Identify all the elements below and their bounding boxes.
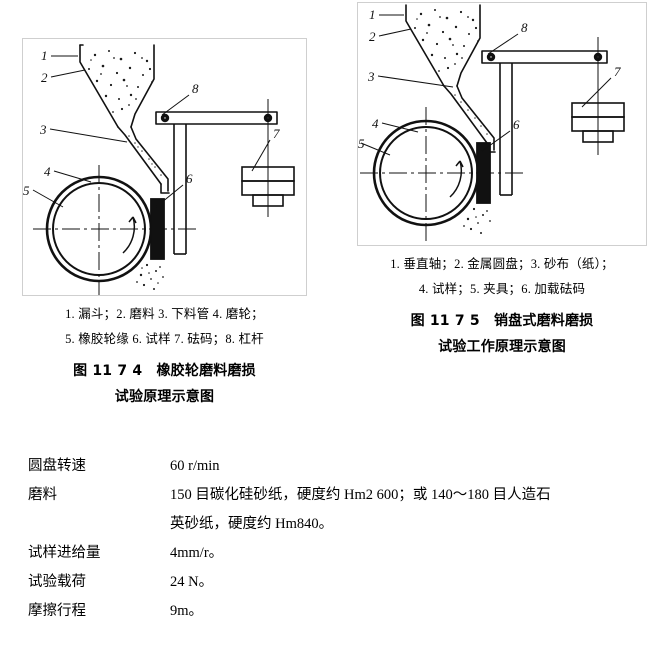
figure-title-line: 试验工作原理示意图 — [438, 339, 566, 355]
parameter-label: 试样进给量 — [28, 545, 101, 561]
svg-text:2: 2 — [41, 70, 48, 85]
parameter-row: 试验载荷 24 N。 — [0, 568, 663, 597]
svg-text:2: 2 — [369, 29, 376, 44]
svg-text:4: 4 — [44, 164, 51, 179]
lever-beam — [481, 50, 608, 64]
callout-leaders — [32, 55, 271, 208]
parameter-value-line: 英砂纸，硬度约 Hm840。 — [170, 516, 334, 532]
abrasive-particles-hopper — [414, 9, 479, 72]
parameter-value-line: 9m。 — [170, 603, 204, 619]
parameter-value: 4mm/r。 — [170, 539, 663, 568]
specimen-block — [476, 142, 491, 204]
parameter-value-line: 4mm/r。 — [170, 545, 224, 561]
abrasive-particles-chute — [128, 135, 162, 176]
parameter-value-line: 60 r/min — [170, 458, 220, 474]
parameter-label: 摩擦行程 — [28, 603, 86, 619]
callout-numbers: 1 2 3 4 5 6 7 8 — [358, 7, 621, 151]
parts-line: 1. 垂直轴；2. 金属圆盘；3. 砂布（纸）； — [390, 257, 614, 271]
parameter-label: 磨料 — [28, 487, 57, 503]
svg-text:8: 8 — [521, 20, 528, 35]
parts-line: 1. 漏斗；2. 磨料 3. 下料管 4. 磨轮； — [65, 307, 264, 321]
lever-beam — [155, 111, 278, 125]
parameter-label: 圆盘转速 — [28, 458, 86, 474]
parameter-value: 24 N。 — [170, 568, 663, 597]
abrasive-particles-chute — [454, 94, 488, 135]
parameter-value: 60 r/min — [170, 452, 663, 481]
rubber-wheel-abrasive-wear-test-schematic: 1 2 3 4 5 6 7 8 — [23, 44, 295, 295]
figure-11-7-4-frame: 1 2 3 4 5 6 7 8 — [22, 38, 307, 296]
figure-11-7-4: 1 2 3 4 5 6 7 8 1. 漏斗；2. 磨料 3. 下料管 4. 磨轮… — [22, 0, 307, 410]
svg-text:8: 8 — [192, 81, 199, 96]
svg-text:1: 1 — [41, 48, 48, 63]
parameter-row: 试样进给量 4mm/r。 — [0, 539, 663, 568]
parts-line: 5. 橡胶轮缘 6. 试样 7. 砝码；8. 杠杆 — [65, 332, 264, 346]
svg-text:7: 7 — [273, 126, 280, 141]
svg-text:3: 3 — [39, 122, 47, 137]
parameter-row: 磨料 150 目碳化硅砂纸，硬度约 Hm2 600；或 140～180 目人造石… — [0, 481, 663, 539]
figure-title-line: 图 11 7 4 橡胶轮磨料磨损 — [73, 363, 256, 379]
abrasive-particles-exit — [463, 207, 491, 234]
parameter-value-line: 24 N。 — [170, 574, 214, 590]
parameter-value: 9m。 — [170, 597, 663, 626]
parameter-row: 圆盘转速 60 r/min — [0, 452, 663, 481]
rotation-arrow — [122, 216, 137, 254]
figure-11-7-5-parts: 1. 垂直轴；2. 金属圆盘；3. 砂布（纸）； 4. 试样；5. 夹具；6. … — [357, 252, 647, 302]
svg-text:1: 1 — [369, 7, 376, 22]
weight-stack — [241, 166, 295, 207]
abrasive-particles-hopper — [88, 50, 153, 113]
figure-11-7-4-title: 图 11 7 4 橡胶轮磨料磨损 试验原理示意图 — [22, 358, 307, 410]
test-parameters-list: 圆盘转速 60 r/min 磨料 150 目碳化硅砂纸，硬度约 Hm2 600；… — [0, 452, 663, 626]
figure-11-7-5-frame: 1 2 3 4 5 6 7 8 — [357, 2, 647, 246]
callout-leaders — [360, 14, 612, 156]
figure-11-7-5: 1 2 3 4 5 6 7 8 1. 垂直轴；2. 金属圆盘；3. 砂布（纸）；… — [357, 0, 647, 360]
parts-line: 4. 试样；5. 夹具；6. 加载砝码 — [418, 282, 586, 296]
svg-text:5: 5 — [358, 136, 365, 151]
rotation-arrow — [449, 160, 464, 198]
svg-text:3: 3 — [367, 69, 375, 84]
figure-11-7-5-title: 图 11 7 5 销盘式磨料磨损 试验工作原理示意图 — [357, 308, 647, 360]
svg-text:4: 4 — [372, 116, 379, 131]
figure-title-line: 试验原理示意图 — [114, 389, 215, 405]
svg-text:7: 7 — [614, 64, 621, 79]
specimen-block — [150, 198, 165, 260]
svg-text:5: 5 — [23, 183, 30, 198]
abrasive-particles-exit — [136, 263, 164, 290]
figures-region: 1 2 3 4 5 6 7 8 1. 漏斗；2. 磨料 3. 下料管 4. 磨轮… — [22, 0, 647, 410]
parameter-row: 摩擦行程 9m。 — [0, 597, 663, 626]
figure-11-7-4-parts: 1. 漏斗；2. 磨料 3. 下料管 4. 磨轮； 5. 橡胶轮缘 6. 试样 … — [22, 302, 307, 352]
svg-text:6: 6 — [186, 171, 193, 186]
pin-on-disc-abrasive-wear-test-schematic: 1 2 3 4 5 6 7 8 — [358, 4, 625, 243]
figure-title-line: 图 11 7 5 销盘式磨料磨损 — [410, 313, 594, 329]
parameter-label: 试验载荷 — [28, 574, 86, 590]
weight-stack — [571, 102, 625, 143]
svg-text:6: 6 — [513, 117, 520, 132]
callout-numbers: 1 2 3 4 5 6 7 8 — [23, 48, 280, 198]
parameter-value-line: 150 目碳化硅砂纸，硬度约 Hm2 600；或 140～180 目人造石 — [170, 487, 551, 503]
parameter-value: 150 目碳化硅砂纸，硬度约 Hm2 600；或 140～180 目人造石 英砂… — [170, 481, 663, 539]
